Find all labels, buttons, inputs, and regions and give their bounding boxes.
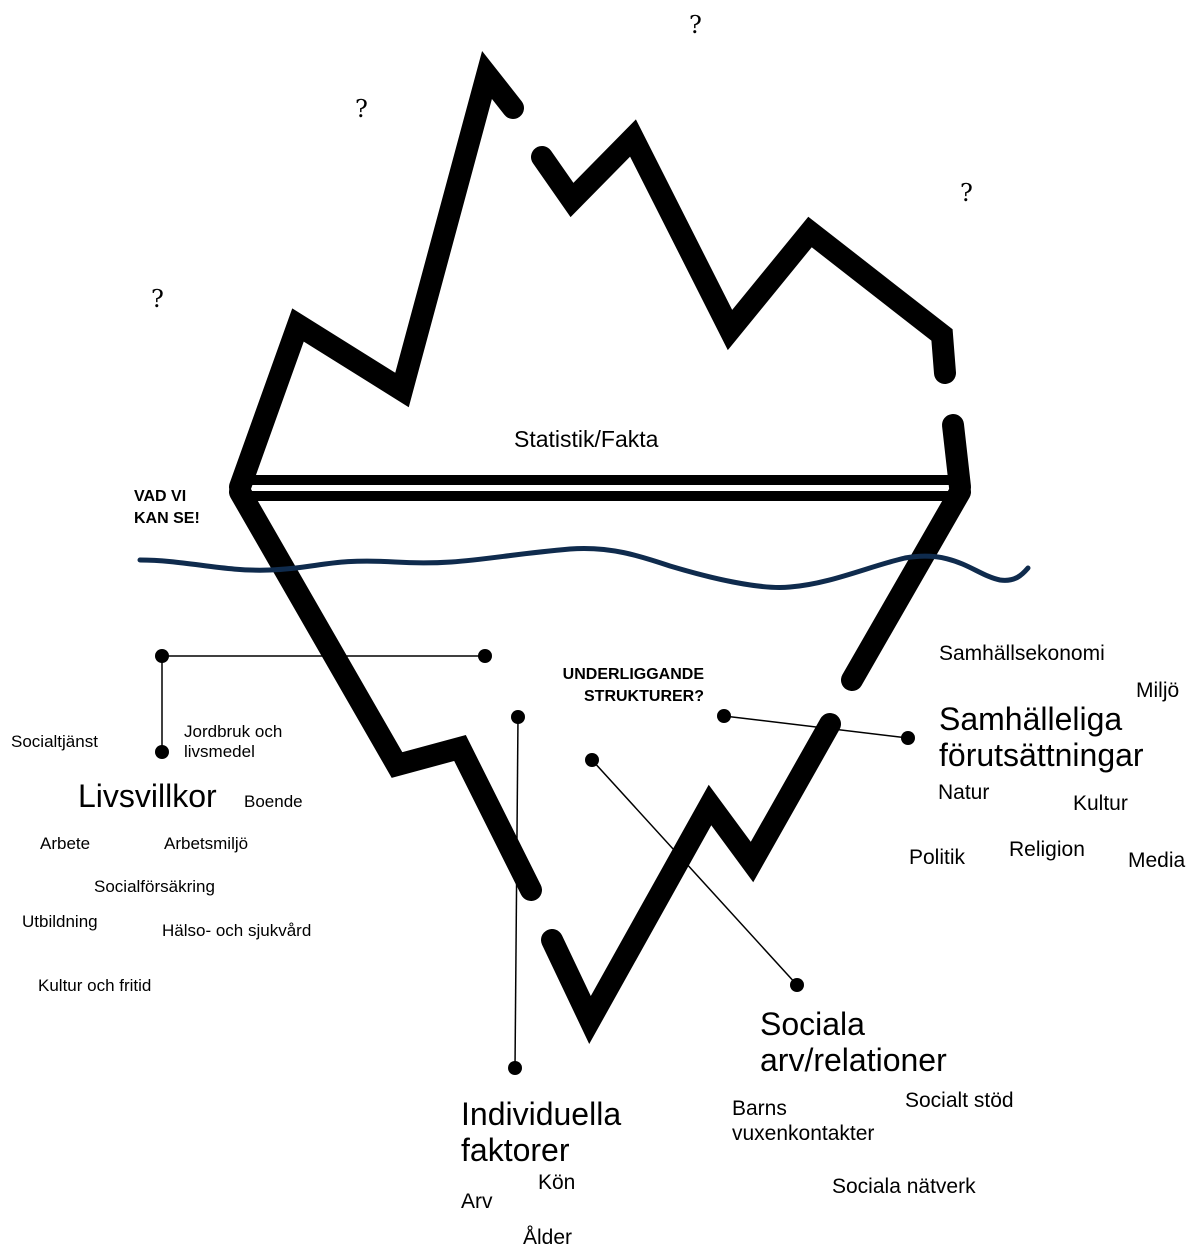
- kon-label: Kön: [538, 1171, 576, 1194]
- alder-label: Ålder: [523, 1226, 573, 1249]
- connector-dot: [717, 709, 731, 723]
- kultur-label: Kultur: [1073, 792, 1128, 815]
- samhalleliga-line1: Samhälleliga: [939, 701, 1123, 737]
- samhalleliga-line2: förutsättningar: [939, 737, 1144, 773]
- connector-dot: [901, 731, 915, 745]
- individuella-faktorer-heading: Individuella faktorer: [461, 1096, 621, 1168]
- boende-label: Boende: [244, 792, 303, 811]
- iceberg-top-right-outline: [531, 119, 956, 384]
- sociala-arv-heading: Sociala arv/relationer: [760, 1006, 947, 1078]
- arv-label: Arv: [461, 1190, 493, 1213]
- politik-label: Politik: [909, 846, 966, 869]
- individuella-line1: Individuella: [461, 1096, 622, 1132]
- connector-dot: [155, 649, 169, 663]
- socialforsakring-label: Socialförsäkring: [94, 877, 215, 896]
- socialt-stod-label: Socialt stöd: [905, 1089, 1014, 1112]
- sociala-line1: Sociala: [760, 1006, 865, 1042]
- connector-dot: [478, 649, 492, 663]
- iceberg-bottom-left-outline: [229, 481, 542, 901]
- connector-dot: [585, 753, 599, 767]
- utbildning-label: Utbildning: [22, 912, 98, 931]
- statistik-fakta-label: Statistik/Fakta: [514, 426, 659, 452]
- jordbruk-label: Jordbruk och livsmedel: [184, 722, 282, 762]
- media-label: Media: [1128, 849, 1186, 872]
- strukturer-line: STRUKTURER?: [584, 688, 704, 705]
- barns-vuxenkontakter-label: Barns vuxenkontakter: [732, 1096, 874, 1146]
- samhallsekonomi-label: Samhällsekonomi: [939, 642, 1105, 665]
- connector-dot: [508, 1061, 522, 1075]
- barns-line1: Barns: [732, 1097, 787, 1120]
- jordbruk-line2: livsmedel: [184, 742, 255, 761]
- underliggande-line: UNDERLIGGANDE: [562, 666, 704, 683]
- sociala-line2: arv/relationer: [760, 1042, 947, 1078]
- halso-sjukvard-label: Hälso- och sjukvård: [162, 921, 312, 940]
- sociala-natverk-label: Sociala nätverk: [832, 1175, 976, 1198]
- iceberg-bottom-right-upper-outline: [841, 481, 971, 691]
- individuella-line2: faktorer: [461, 1132, 570, 1168]
- miljo-label: Miljö: [1136, 679, 1180, 702]
- connector-dot: [790, 978, 804, 992]
- samhalleliga-connector: [723, 715, 909, 739]
- arbete-label: Arbete: [40, 834, 91, 853]
- question-mark: ?: [355, 95, 368, 123]
- kultur-fritid-label: Kultur och fritid: [38, 976, 152, 995]
- samhalleliga-heading: Samhälleliga förutsättningar: [939, 701, 1144, 773]
- jordbruk-line1: Jordbruk och: [184, 722, 283, 741]
- individuella-connector: [514, 716, 519, 1069]
- iceberg-top-left-outline: [229, 50, 524, 498]
- connector-dot: [155, 745, 169, 759]
- vad-vi-kan-se-label: VAD VI KAN SE!: [134, 486, 200, 530]
- underliggande-strukturer-label: UNDERLIGGANDE STRUKTURER?: [520, 664, 704, 708]
- sociala-connector: [591, 759, 798, 986]
- religion-label: Religion: [1009, 838, 1085, 861]
- iceberg-bottom-right-lower-outline: [541, 713, 841, 1044]
- question-mark: ?: [689, 11, 702, 39]
- vad-vi-line: VAD VI: [134, 488, 187, 505]
- question-mark: ?: [960, 179, 973, 207]
- socialtjanst-label: Socialtjänst: [11, 732, 98, 751]
- question-mark: ?: [151, 285, 164, 313]
- connector-dot: [511, 710, 525, 724]
- arbetsmiljo-label: Arbetsmiljö: [164, 834, 249, 853]
- livsvillkor-heading: Livsvillkor: [78, 778, 217, 814]
- barns-line2: vuxenkontakter: [732, 1122, 875, 1145]
- natur-label: Natur: [938, 781, 990, 804]
- kan-se-line: KAN SE!: [134, 510, 200, 527]
- water-wave: [137, 545, 1031, 590]
